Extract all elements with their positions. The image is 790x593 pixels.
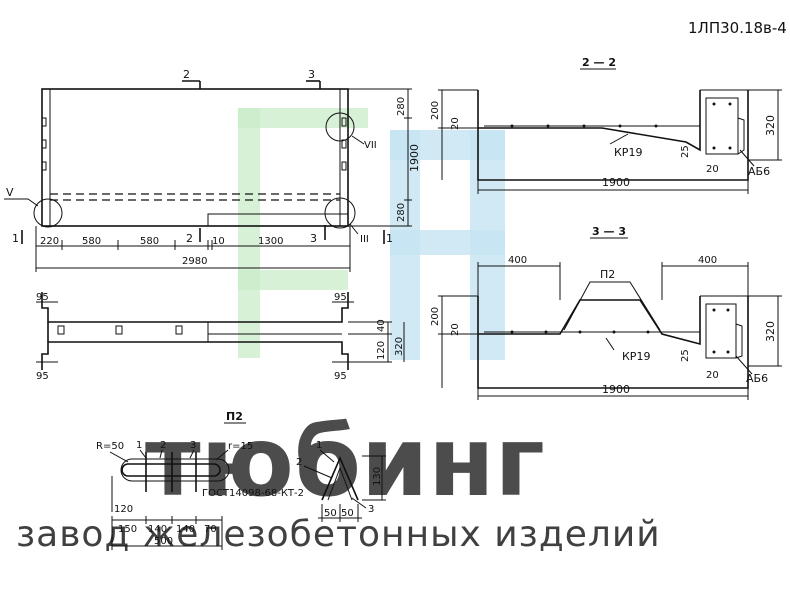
plan-dim-10: 10 [212, 236, 225, 247]
s22-dim-320: 320 [764, 115, 777, 136]
p2-label-r15: r=15 [228, 441, 253, 452]
elevation-view: 95 95 95 95 40 120 320 [36, 292, 405, 382]
p2-label-r50: R=50 [96, 441, 124, 452]
elev-dim-95-bl: 95 [36, 371, 49, 382]
section-3-3: 3 — 3 П2 400 400 200 20 КР19 25 20 АБ6 [430, 225, 782, 400]
s22-dim-20-b: 20 [706, 164, 719, 175]
elev-dim-95-tl: 95 [36, 292, 49, 303]
section-2-2: 2 — 2 200 20 КР19 25 20 АБ6 1900 320 [430, 56, 782, 194]
p2-dim-150: 150 [118, 524, 137, 535]
p2-side-dim-50-a: 50 [324, 508, 337, 519]
plan-dim-280-bottom: 280 [396, 203, 407, 222]
s33-label-kr19: КР19 [622, 350, 650, 363]
p2-side-dim-50-b: 50 [341, 508, 354, 519]
s22-dim-200: 200 [430, 101, 441, 120]
watermark-tagline: завод железобетонных изделий [16, 514, 661, 555]
elev-dim-95-tr: 95 [334, 292, 347, 303]
cut-mark-1-left: 1 [12, 232, 19, 245]
elev-dim-120: 120 [376, 341, 387, 360]
p2-side-label-2: 2 [296, 457, 302, 468]
section-2-2-title: 2 — 2 [582, 56, 616, 69]
p2-title: П2 [226, 410, 243, 423]
p2-label-1: 1 [136, 440, 142, 451]
detail-iii-circle [324, 197, 356, 229]
plan-dim-580-b: 580 [140, 236, 159, 247]
detail-vii-circle [325, 112, 355, 142]
detail-label-vii: VII [364, 140, 377, 151]
detail-label-iii: III [360, 234, 369, 245]
cut-mark-1-right: 1 [386, 232, 393, 245]
plan-view: 2 3 1 1 2 3 V VII III 220 580 580 10 130… [4, 68, 421, 272]
cut-mark-3-bottom: 3 [310, 232, 317, 245]
p2-dim-140-a: 140 [148, 524, 167, 535]
s33-dim-20-b: 20 [706, 370, 719, 381]
s22-dim-25: 25 [680, 145, 691, 158]
s33-dim-25: 25 [680, 349, 691, 362]
s33-dim-20: 20 [450, 323, 461, 336]
s33-label-ab6: АБ6 [746, 372, 768, 385]
p2-label-2: 2 [160, 440, 166, 451]
p2-standard: ГОСТ14098-68-КТ-2 [202, 488, 304, 499]
p2-dim-500: 500 [154, 536, 173, 547]
s33-dim-400-right: 400 [698, 255, 717, 266]
p2-side-label-3: 3 [368, 504, 374, 515]
elev-dim-95-br: 95 [334, 371, 347, 382]
plan-dim-1900: 1900 [408, 144, 421, 172]
p2-dim-120: 120 [114, 504, 133, 515]
watermark-brand: тюбинг [145, 406, 545, 518]
detail-p2: П2 R=50 1 2 3 r=15 ГОСТ14098-68-КТ-2 120… [96, 410, 386, 550]
p2-side-label-1: 1 [316, 440, 322, 451]
s33-dim-1900: 1900 [602, 383, 630, 396]
elev-dim-40: 40 [376, 319, 387, 332]
watermark-logo [238, 108, 505, 360]
elev-dim-320: 320 [394, 337, 405, 356]
s22-dim-20: 20 [450, 117, 461, 130]
s22-dim-1900: 1900 [602, 176, 630, 189]
s22-label-kr19: КР19 [614, 146, 642, 159]
cut-mark-2-top: 2 [183, 68, 190, 81]
p2-label-3: 3 [190, 440, 196, 451]
s33-dim-400-left: 400 [508, 255, 527, 266]
s22-label-ab6: АБ6 [748, 165, 770, 178]
detail-v-circle [33, 198, 63, 228]
s33-label-p2: П2 [600, 268, 615, 281]
plan-dim-280-top: 280 [396, 97, 407, 116]
detail-label-v: V [6, 186, 14, 199]
drawing-title: 1ЛП30.18в-4 [688, 19, 787, 37]
plan-dim-2980: 2980 [182, 256, 207, 267]
p2-dim-140-b: 140 [176, 524, 195, 535]
cut-mark-2-bottom: 2 [186, 232, 193, 245]
s33-dim-200: 200 [430, 307, 441, 326]
section-3-3-title: 3 — 3 [592, 225, 626, 238]
cut-mark-3-top: 3 [308, 68, 315, 81]
plan-dim-220: 220 [40, 236, 59, 247]
p2-side-dim-130: 130 [372, 467, 383, 486]
plan-dim-580-a: 580 [82, 236, 101, 247]
s33-dim-320: 320 [764, 321, 777, 342]
plan-dim-1300: 1300 [258, 236, 283, 247]
p2-dim-70: 70 [204, 524, 217, 535]
